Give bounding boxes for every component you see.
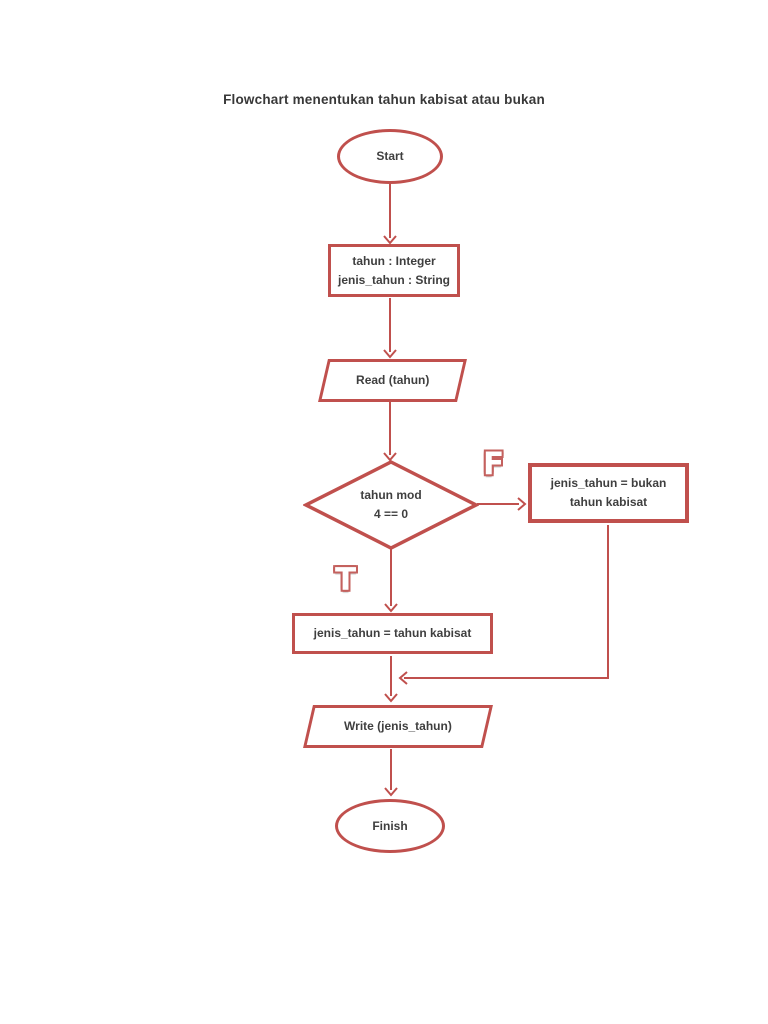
start-label: Start [376, 149, 404, 164]
start-node: Start [337, 129, 443, 184]
arrowhead-down-icon [383, 349, 397, 359]
true-branch-label: T [335, 562, 357, 598]
declare-variables-node: tahun : Integer jenis_tahun : String [328, 244, 460, 297]
finish-label: Finish [372, 818, 408, 833]
connector-false-return [404, 525, 609, 679]
decision-line2: 4 == 0 [373, 507, 409, 521]
decision-line1: tahun mod [360, 487, 422, 502]
arrowhead-down-icon [383, 452, 397, 462]
arrowhead-down-icon [383, 235, 397, 245]
write-label: Write (jenis_tahun) [344, 719, 452, 734]
arrowhead-right-icon [517, 497, 527, 511]
finish-node: Finish [335, 799, 445, 853]
diamond-shape [303, 460, 479, 550]
false-branch-line2: tahun kabisat [569, 495, 648, 509]
arrowhead-down-icon [384, 693, 398, 703]
declare-line2: jenis_tahun : String [337, 272, 450, 287]
read-label: Read (tahun) [355, 373, 430, 388]
arrowhead-down-icon [384, 787, 398, 797]
false-branch-label: F [483, 446, 505, 482]
declare-line1: tahun : Integer [352, 253, 436, 268]
arrowhead-down-icon [384, 603, 398, 613]
read-input-node: Read (tahun) [318, 359, 467, 402]
arrowhead-left-icon [398, 671, 408, 685]
false-branch-node: jenis_tahun = bukan tahun kabisat [528, 463, 689, 523]
decision-node: tahun mod 4 == 0 [303, 459, 479, 551]
write-output-node: Write (jenis_tahun) [303, 705, 493, 748]
false-branch-line1: jenis_tahun = bukan [550, 476, 667, 491]
page-title: Flowchart menentukan tahun kabisat atau … [223, 92, 545, 107]
true-branch-label: jenis_tahun = tahun kabisat [313, 626, 472, 641]
true-branch-node: jenis_tahun = tahun kabisat [292, 613, 493, 654]
